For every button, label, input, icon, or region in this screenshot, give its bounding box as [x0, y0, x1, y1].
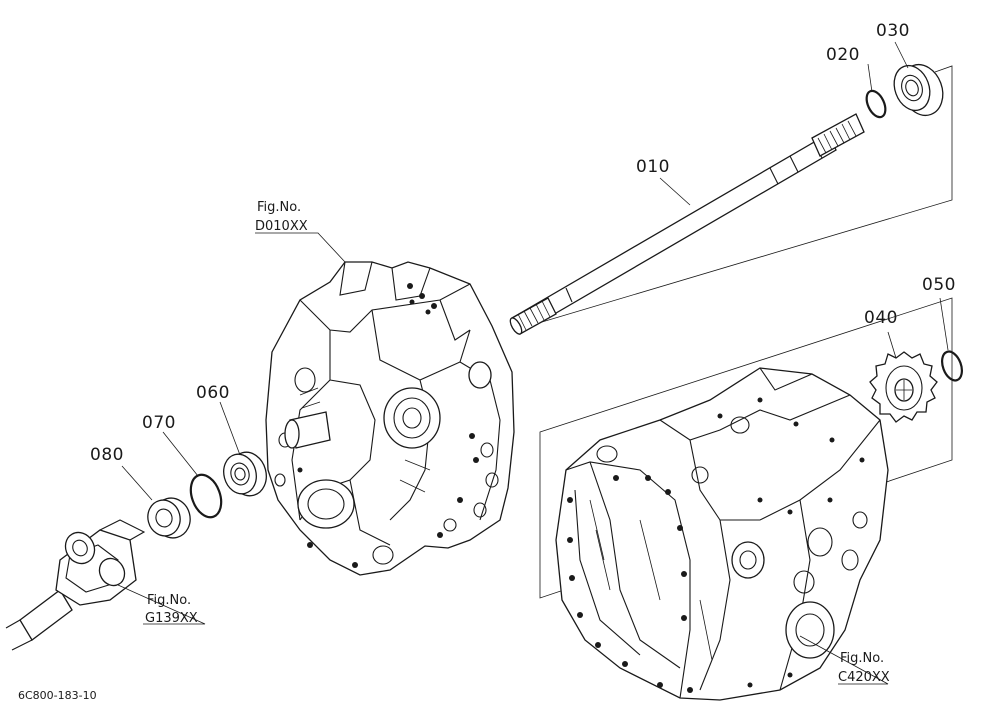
rear-housing: [555, 367, 889, 701]
leader-lines: [117, 41, 949, 685]
gear-040: [869, 351, 938, 423]
part-label-030: 030: [876, 21, 910, 41]
part-label-060: 060: [196, 383, 230, 403]
part-label-040: 040: [864, 308, 898, 328]
ball-bearing-060: [223, 451, 267, 497]
snap-ring-070: [189, 473, 223, 519]
figure-references: Fig.No. D010XX Fig.No. G139XX Fig.No. C4…: [145, 200, 890, 685]
fig-ref-g139-label: Fig.No.: [147, 593, 191, 608]
snap-ring-020: [865, 89, 887, 119]
fig-ref-c420-label: Fig.No.: [840, 651, 884, 666]
part-label-080: 080: [90, 445, 124, 465]
part-label-020: 020: [826, 45, 860, 65]
ball-bearing-030: [893, 63, 944, 117]
shaft-010: [509, 113, 865, 335]
part-label-010: 010: [636, 157, 670, 177]
oil-seal-080: [147, 497, 191, 539]
front-housing: [265, 261, 515, 576]
part-labels: 010 020 030 040 050 060 070 080: [90, 21, 956, 465]
fig-ref-d010-label: Fig.No.: [257, 200, 301, 215]
part-label-070: 070: [142, 413, 176, 433]
snap-ring-050: [941, 350, 963, 382]
assembly-reference-lines: [514, 65, 953, 599]
fig-ref-g139-code: G139XX: [145, 611, 198, 626]
fig-ref-d010-code: D010XX: [255, 219, 308, 234]
fig-ref-c420-code: C420XX: [838, 670, 890, 685]
drawing-code: 6C800-183-10: [18, 689, 97, 702]
part-label-050: 050: [922, 275, 956, 295]
universal-joint: [5, 519, 146, 651]
